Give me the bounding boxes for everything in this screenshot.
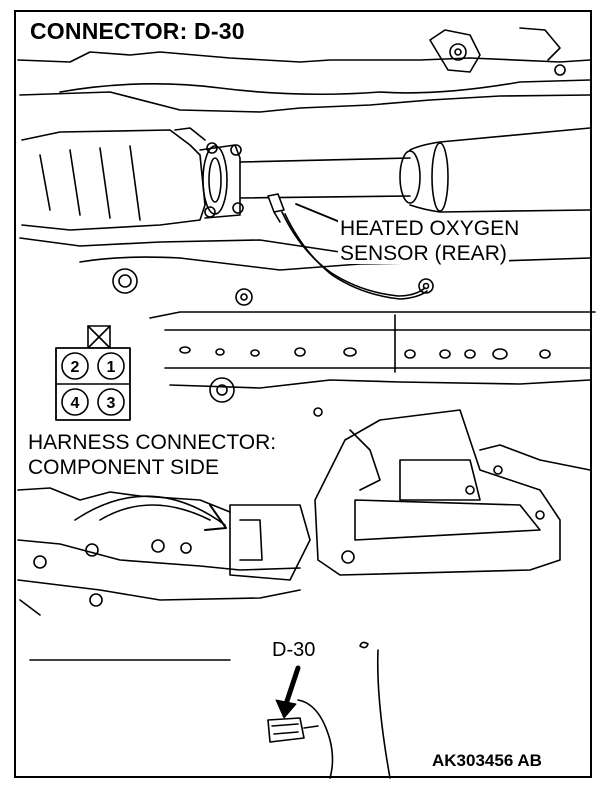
connector-d30-label: D-30 [270,639,318,661]
pin-2 [61,352,89,380]
harness-label-line2: COMPONENT SIDE [26,456,221,479]
oxygen-sensor [267,193,434,300]
bottom-area [29,641,391,779]
pin-3-label: 3 [107,395,116,412]
pin-3 [97,388,125,416]
connector-face-diagram: 2 1 4 3 [55,325,131,421]
pin-4 [61,388,89,416]
diagram-frame [14,10,592,778]
sensor-label-line1: HEATED OXYGEN [338,217,522,240]
harness-label-line1: HARNESS CONNECTOR: [26,431,279,454]
pin-4-label: 4 [71,395,80,412]
pin-1 [97,352,125,380]
exhaust-pipe [19,127,591,253]
figure-code: AK303456 AB [432,751,542,770]
lower-structure [17,487,311,616]
pin-2-label: 2 [71,359,80,376]
floor-pan-upper [17,27,591,113]
sensor-label-line2: SENSOR (REAR) [338,242,509,265]
pin-1-label: 1 [107,359,116,376]
pointer-arrow [283,665,301,707]
connector-d30-body [267,717,305,743]
diagram-title: CONNECTOR: D-30 [30,18,245,44]
cross-member [79,256,596,417]
fuel-tank [314,409,591,576]
